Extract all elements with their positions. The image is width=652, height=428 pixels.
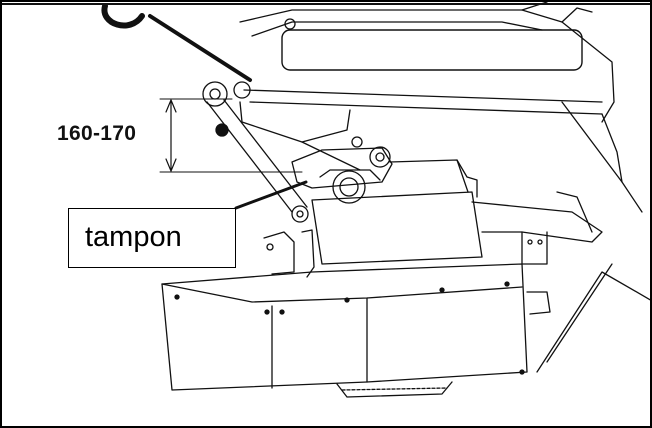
pivot-mid [369, 146, 391, 168]
right-hopper-edge [561, 101, 643, 213]
callout-label: tampon [85, 221, 182, 253]
link-arm [206, 99, 308, 213]
lower-shroud [161, 263, 528, 391]
long-arm [243, 89, 603, 115]
pivot-lower [291, 205, 309, 223]
side-plate [521, 231, 548, 265]
main-body [311, 191, 483, 265]
shroud-fold [161, 283, 523, 303]
side-bracket [526, 291, 551, 315]
dimension-label: 160-170 [57, 122, 137, 145]
right-frame [536, 271, 650, 373]
left-bracket [263, 231, 295, 275]
upper-frame [239, 9, 615, 123]
spring-coil [281, 29, 583, 71]
upper-frame-inner [251, 21, 543, 37]
leader-line-tampon [234, 180, 308, 210]
bracket [239, 101, 351, 143]
upper-frame-top [521, 2, 593, 23]
roller [332, 170, 366, 204]
pivot-upper-2 [233, 81, 251, 99]
pivot-upper-inner [209, 88, 221, 100]
leader-line-top [148, 14, 252, 82]
callout-box: tampon [68, 208, 236, 268]
pivot-upper [202, 81, 228, 107]
conveyor-top [471, 201, 603, 243]
circle-fragment [101, 3, 145, 29]
right-hopper-inner [601, 113, 623, 183]
